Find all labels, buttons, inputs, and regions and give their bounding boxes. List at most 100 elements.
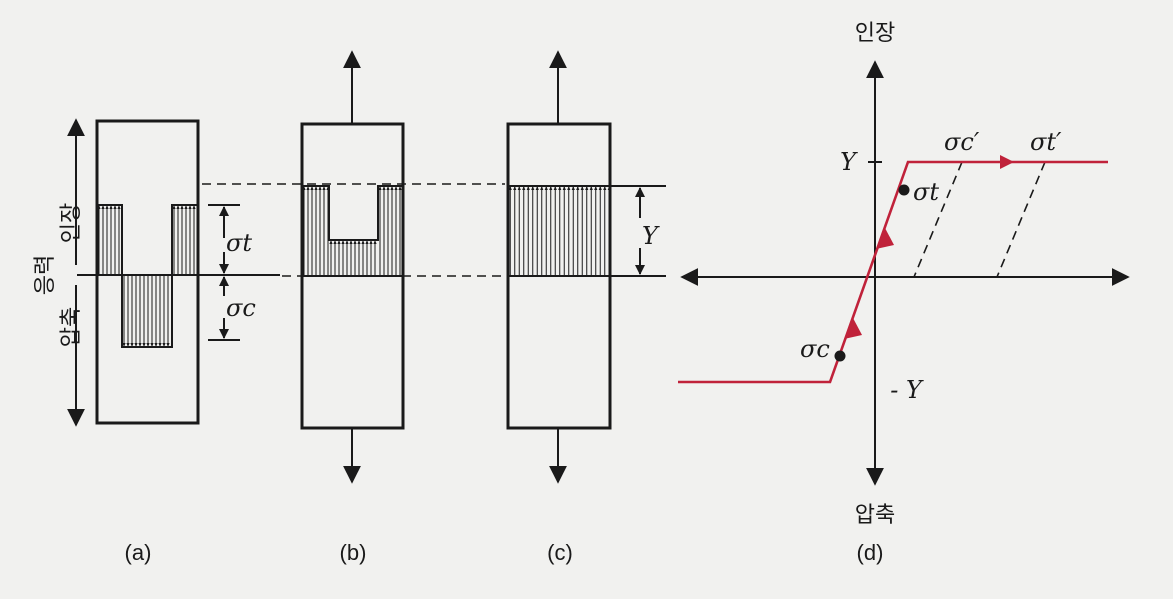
hatch-arrowhead xyxy=(373,240,377,244)
curve-arrow xyxy=(1000,155,1014,169)
stress-axis-label: 응력 xyxy=(33,255,58,295)
panel-b: (b) xyxy=(300,50,405,565)
hatch-arrowhead xyxy=(571,186,575,190)
hatch-arrowhead xyxy=(341,240,345,244)
unloading-dashed-line xyxy=(996,161,1046,278)
hatch-arrowhead xyxy=(180,205,184,209)
hatch-arrowhead xyxy=(345,240,349,244)
y-positive-label: Y xyxy=(840,148,858,176)
hatch-arrowhead xyxy=(517,186,521,190)
hatch-arrowhead xyxy=(544,186,548,190)
sigma-c-label: σc xyxy=(226,294,256,322)
unloading-dashed-line xyxy=(913,161,963,278)
stress-axis-labels: 압축 인장 응력 xyxy=(33,203,84,347)
tension-label: 인장 xyxy=(59,203,84,243)
hatch-arrowhead xyxy=(162,343,166,347)
hatch-arrowhead xyxy=(101,205,105,209)
caption-a: (a) xyxy=(125,540,152,565)
hatch-arrowhead xyxy=(369,240,373,244)
sigma-t-prime-label: σt′ xyxy=(1030,128,1062,156)
caption-b: (b) xyxy=(340,540,367,565)
hatch-arrowhead xyxy=(531,186,535,190)
hatch-arrowhead xyxy=(598,186,602,190)
hatch-arrowhead xyxy=(105,205,109,209)
hatch-arrowhead xyxy=(589,186,593,190)
hatch-arrowhead xyxy=(314,186,318,190)
hatch-arrowhead xyxy=(138,343,142,347)
hatch-arrowhead xyxy=(337,240,341,244)
sigma-c-prime-label: σc′ xyxy=(944,128,980,156)
hatch-arrowhead xyxy=(361,240,365,244)
hatch-arrowhead xyxy=(326,186,330,190)
hatch-arrowhead xyxy=(585,186,589,190)
hatch-arrowhead xyxy=(603,186,607,190)
hatch-arrowhead xyxy=(386,186,390,190)
hatch-arrowhead xyxy=(558,186,562,190)
hatch-arrowhead xyxy=(353,240,357,244)
hatch-arrowhead xyxy=(549,186,553,190)
hatch-arrowhead xyxy=(176,205,180,209)
specimen-box xyxy=(95,119,200,425)
sigma-t-point-label: σt xyxy=(913,178,939,206)
sigma-c-point xyxy=(834,350,846,362)
hatch-arrowhead xyxy=(126,343,130,347)
hatch-arrowhead xyxy=(134,343,138,347)
hatch-arrowhead xyxy=(184,205,188,209)
hatch-arrowhead xyxy=(172,205,176,209)
caption-c: (c) xyxy=(547,540,573,565)
panel-a: 압축 인장 응력 σt σc (a) xyxy=(33,118,280,565)
hatch-arrowhead xyxy=(166,343,170,347)
hatch-arrowhead xyxy=(594,186,598,190)
yield-label: Y xyxy=(642,222,660,250)
compression-label: 압축 xyxy=(59,307,84,347)
hatch-arrowhead xyxy=(192,205,196,209)
hatch-arrowhead xyxy=(158,343,162,347)
hatch-arrowhead xyxy=(365,240,369,244)
stress-profile xyxy=(97,204,198,348)
hatch-arrowhead xyxy=(576,186,580,190)
stress-hatch xyxy=(302,186,402,276)
tension-axis-label: 인장 xyxy=(855,21,895,46)
hatch-arrowhead xyxy=(146,343,150,347)
hatch-arrowhead xyxy=(122,343,126,347)
hatch-arrowhead xyxy=(97,205,101,209)
hatch-arrowhead xyxy=(562,186,566,190)
hatch-arrowhead xyxy=(398,186,402,190)
stress-strain-curve xyxy=(678,160,1108,384)
stress-hatch xyxy=(508,186,611,276)
panel-c: Y (c) xyxy=(506,50,666,565)
compression-axis-label: 압축 xyxy=(855,503,895,528)
hatch-arrowhead xyxy=(390,186,394,190)
hatch-arrowhead xyxy=(378,186,382,190)
hatch-arrowhead xyxy=(306,186,310,190)
hatch-arrowhead xyxy=(540,186,544,190)
hatch-arrowhead xyxy=(526,186,530,190)
hatch-arrowhead xyxy=(349,240,353,244)
sigma-t-label: σt xyxy=(226,229,252,257)
hatch-arrowhead xyxy=(553,186,557,190)
hatch-arrowhead xyxy=(329,240,333,244)
hatch-arrowhead xyxy=(302,186,306,190)
curve-arrow xyxy=(876,228,894,249)
hatch-arrowhead xyxy=(607,186,611,190)
sigma-t-point xyxy=(898,184,910,196)
hatch-arrowhead xyxy=(522,186,526,190)
panel-d: 인장 압축 Y - Y σt σc σc′ σt′ (d) xyxy=(678,21,1130,565)
hatch-arrowhead xyxy=(188,205,192,209)
hatch-arrowhead xyxy=(580,186,584,190)
hatch-arrowhead xyxy=(513,186,517,190)
hatch-arrowhead xyxy=(322,186,326,190)
hatch-arrowhead xyxy=(130,343,134,347)
hatch-arrowhead xyxy=(333,240,337,244)
hatch-arrowhead xyxy=(382,186,386,190)
sigma-c-point-label: σc xyxy=(800,335,830,363)
hatch-arrowhead xyxy=(394,186,398,190)
y-negative-label: - Y xyxy=(890,376,924,404)
hatch-arrowhead xyxy=(150,343,154,347)
caption-d: (d) xyxy=(857,540,884,565)
hatch-arrowhead xyxy=(357,240,361,244)
hatch-arrowhead xyxy=(535,186,539,190)
stress-hatch xyxy=(97,205,196,347)
